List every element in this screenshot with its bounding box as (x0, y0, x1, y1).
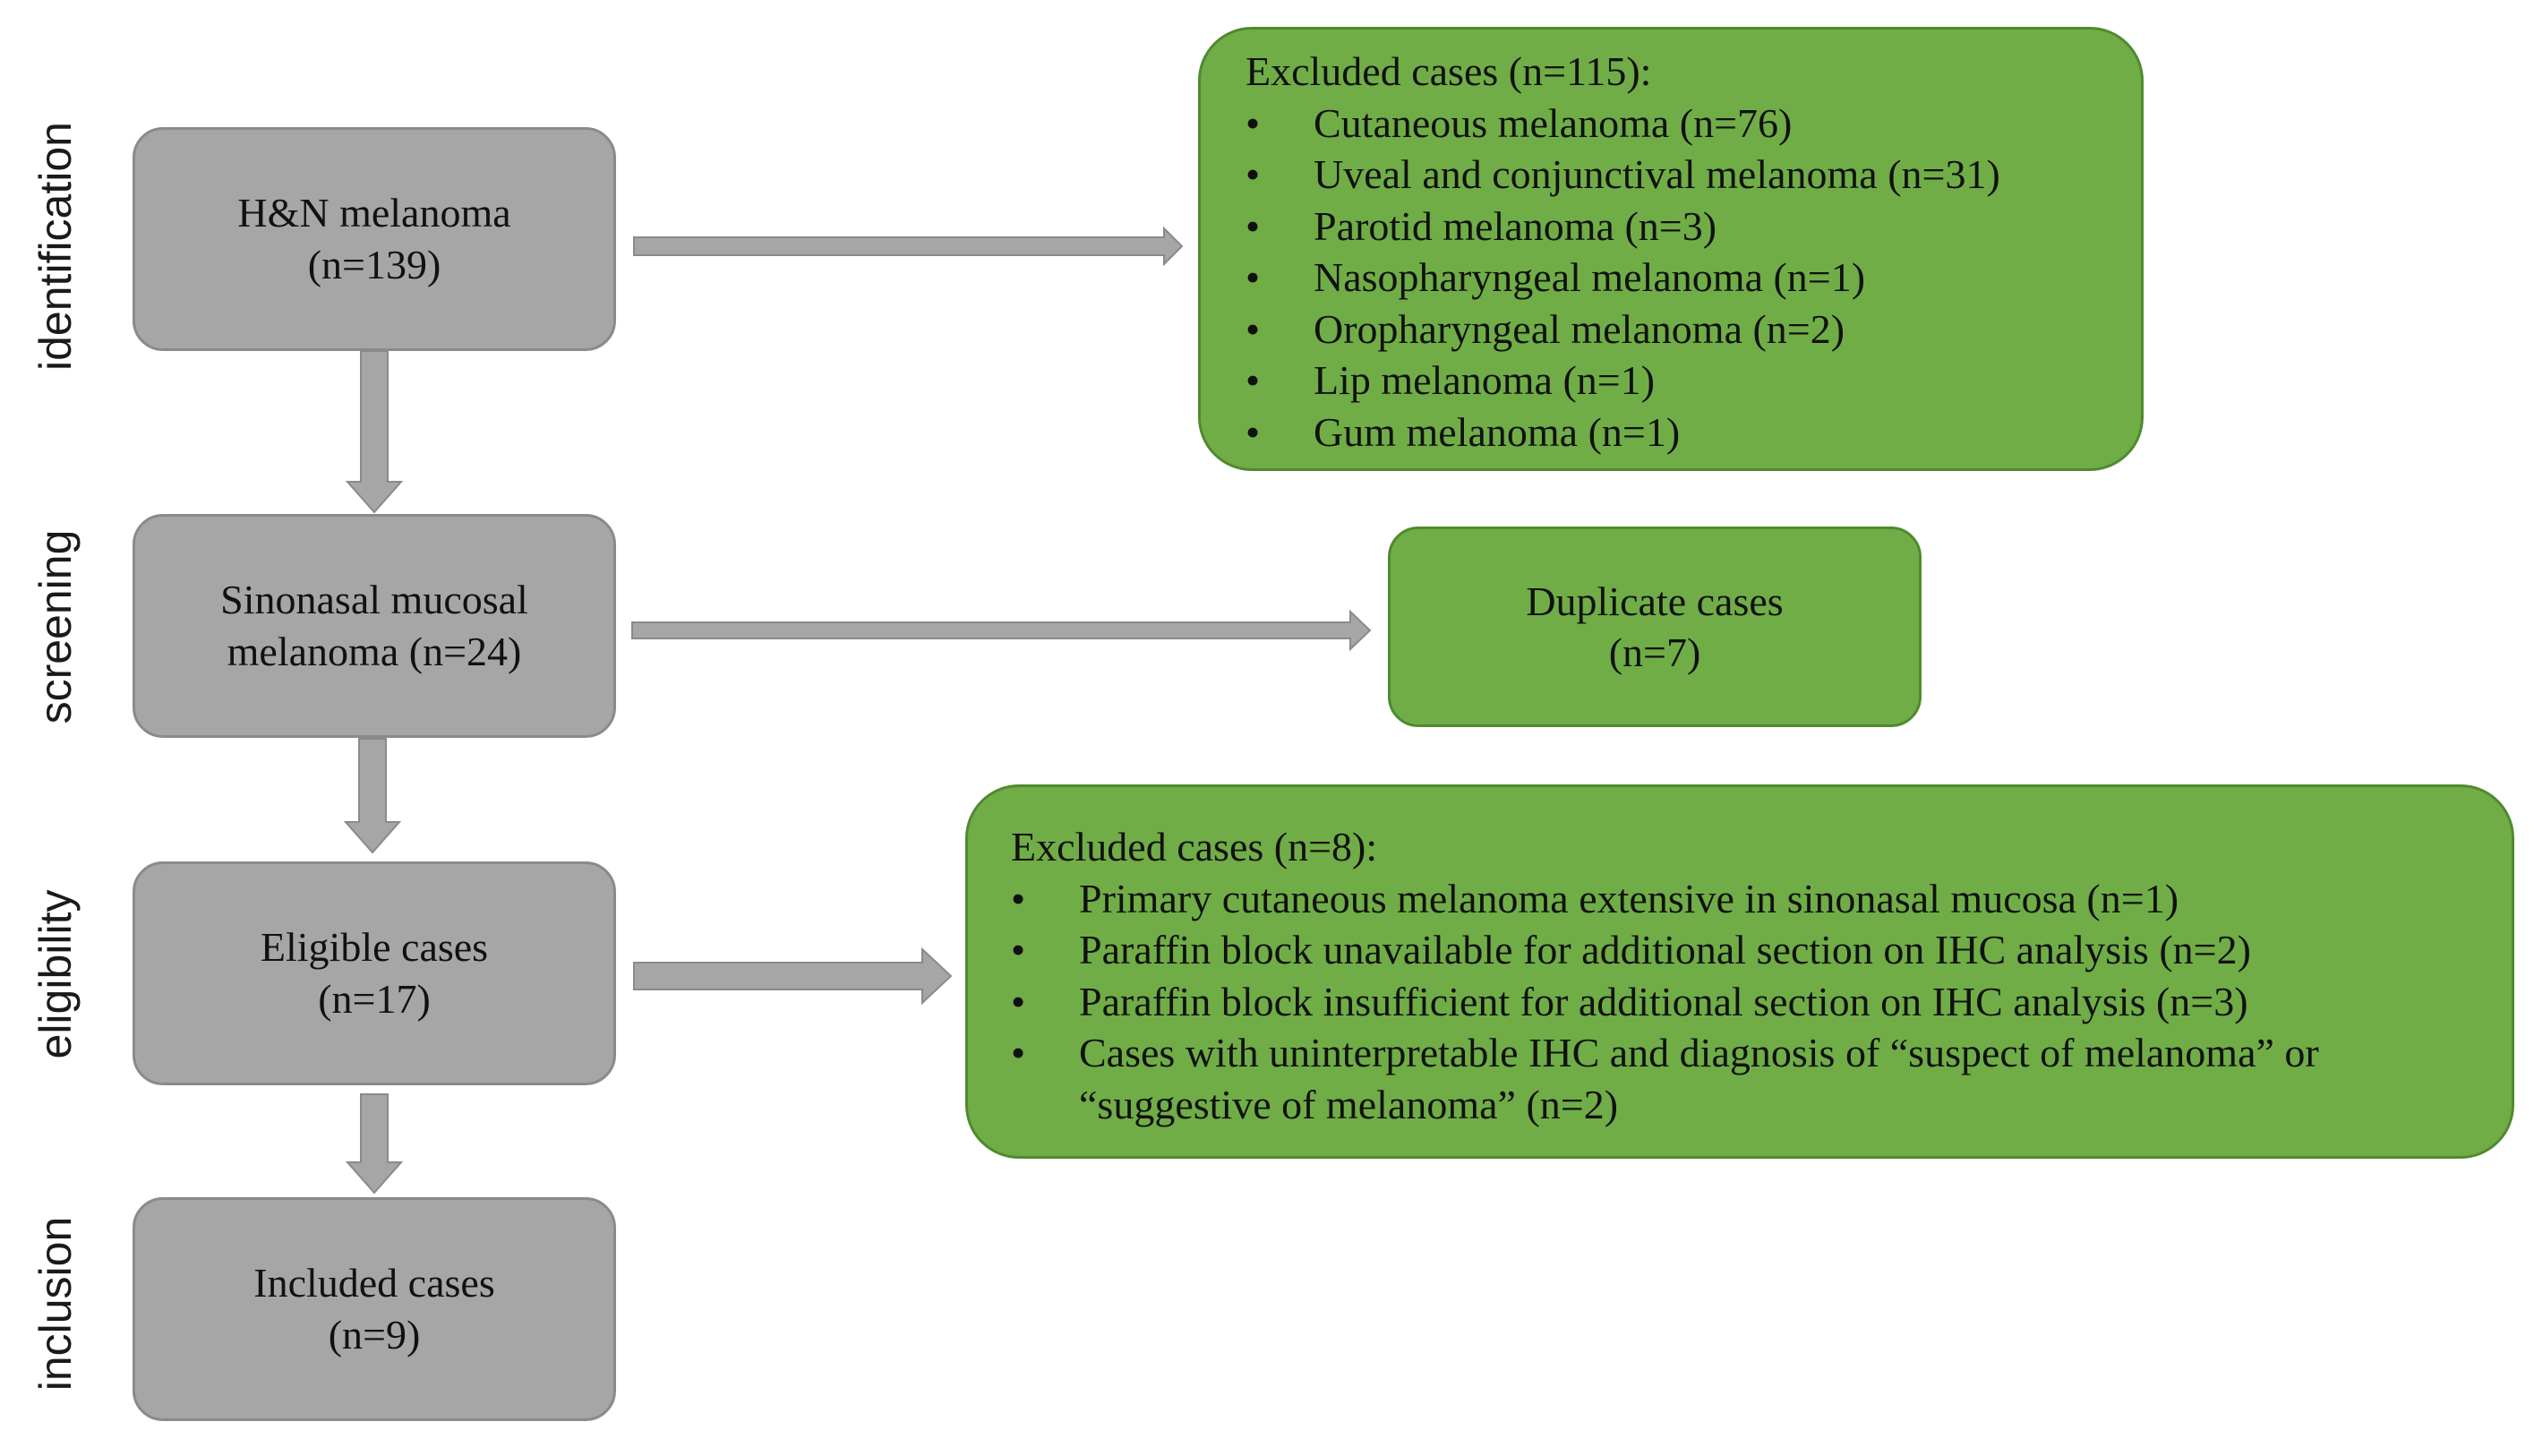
box-sinonasal-melanoma: Sinonasal mucosal melanoma (n=24) (133, 514, 616, 738)
list-item: •Parotid melanoma (n=3) (1246, 201, 2123, 253)
arrow-to-excluded-eligibility (633, 946, 953, 1006)
list-item: •Oropharyngeal melanoma (n=2) (1246, 304, 2123, 355)
list-item: •Gum melanoma (n=1) (1246, 407, 2123, 458)
excluded-eligibility-list: •Primary cutaneous melanoma extensive in… (1011, 873, 2476, 1131)
bullet-icon: • (1246, 254, 1261, 300)
list-item: •Paraffin block unavailable for addition… (1011, 924, 2476, 976)
box-sinonasal-line2: melanoma (n=24) (227, 629, 522, 674)
excluded-identification-title: Excluded cases (n=115): (1246, 48, 1652, 94)
excluded-identification-list: •Cutaneous melanoma (n=76) •Uveal and co… (1246, 98, 2123, 458)
box-eligible-cases: Eligible cases (n=17) (133, 861, 616, 1085)
box-included-line2: (n=9) (328, 1312, 421, 1358)
arrow-to-excluded-identification (633, 226, 1184, 267)
box-duplicate-cases: Duplicate cases (n=7) (1388, 527, 1922, 727)
list-item: •Primary cutaneous melanoma extensive in… (1011, 873, 2476, 925)
arrow-down-1 (345, 350, 404, 514)
bullet-icon: • (1246, 357, 1261, 403)
list-item: •Cases with uninterpretable IHC and diag… (1011, 1027, 2476, 1130)
box-sinonasal-line1: Sinonasal mucosal (220, 577, 528, 622)
excluded-eligibility-title: Excluded cases (n=8): (1011, 824, 1378, 869)
bullet-icon: • (1246, 202, 1261, 249)
list-item: •Nasopharyngeal melanoma (n=1) (1246, 252, 2123, 304)
box-eligible-line2: (n=17) (318, 976, 431, 1022)
duplicates-line2: (n=7) (1608, 630, 1701, 675)
arrow-down-3 (345, 1093, 404, 1195)
bullet-icon: • (1011, 875, 1026, 921)
box-included-line1: Included cases (253, 1260, 495, 1306)
list-item: •Paraffin block insufficient for additio… (1011, 976, 2476, 1028)
bullet-icon: • (1246, 151, 1261, 197)
bullet-icon: • (1011, 978, 1026, 1024)
box-hn-melanoma-line2: (n=139) (307, 242, 441, 287)
box-hn-melanoma: H&N melanoma (n=139) (133, 127, 616, 351)
duplicates-line1: Duplicate cases (1526, 578, 1784, 624)
bullet-icon: • (1246, 305, 1261, 352)
list-item: •Lip melanoma (n=1) (1246, 355, 2123, 407)
arrow-down-2 (343, 738, 402, 854)
box-excluded-eligibility: Excluded cases (n=8): •Primary cutaneous… (965, 784, 2514, 1159)
bullet-icon: • (1011, 927, 1026, 972)
bullet-icon: • (1246, 99, 1261, 146)
box-included-cases: Included cases (n=9) (133, 1197, 616, 1421)
box-hn-melanoma-line1: H&N melanoma (237, 190, 511, 236)
list-item: •Uveal and conjunctival melanoma (n=31) (1246, 149, 2123, 201)
list-item: •Cutaneous melanoma (n=76) (1246, 98, 2123, 150)
bullet-icon: • (1011, 1030, 1026, 1075)
box-eligible-line1: Eligible cases (260, 924, 489, 970)
bullet-icon: • (1246, 408, 1261, 455)
box-excluded-identification: Excluded cases (n=115): •Cutaneous melan… (1198, 27, 2144, 471)
arrow-to-duplicates (631, 609, 1372, 652)
